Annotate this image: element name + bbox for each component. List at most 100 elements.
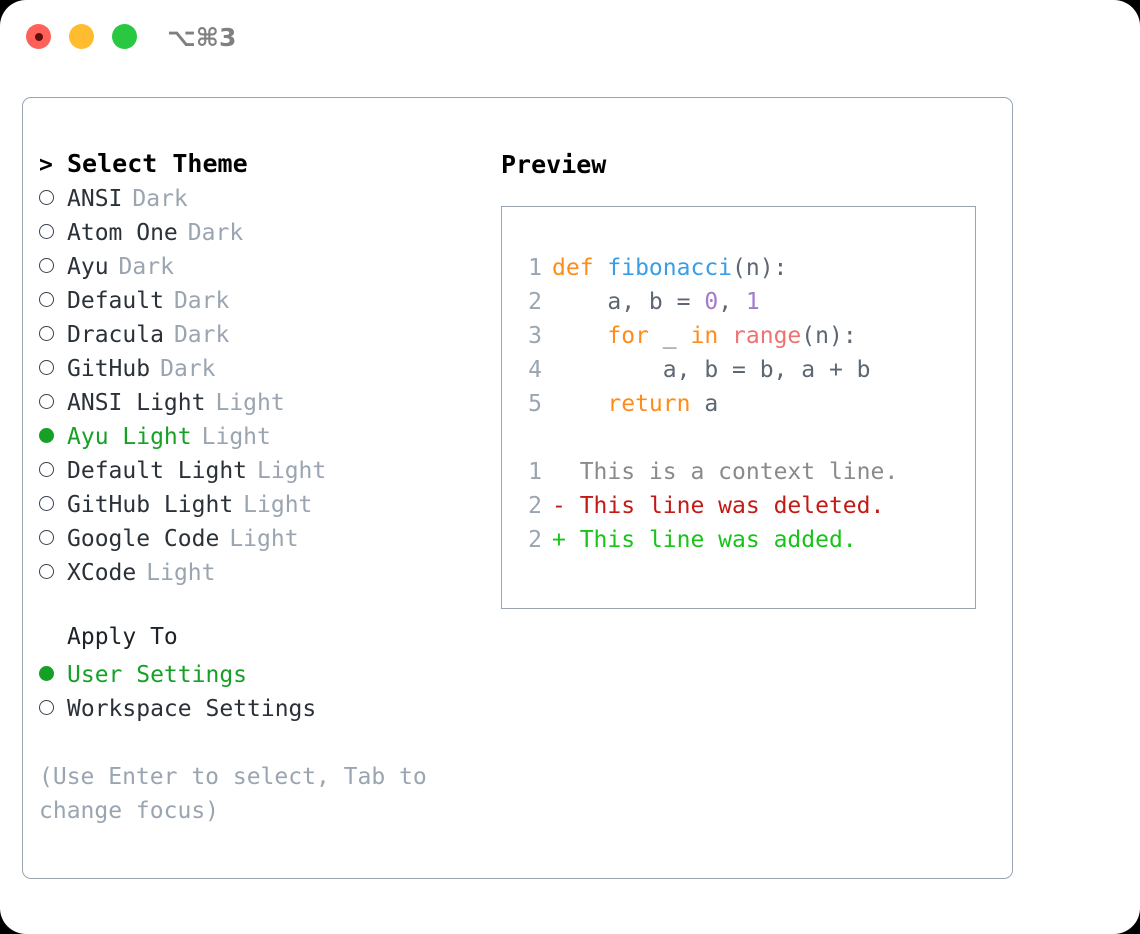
theme-item-variant-tag: Dark	[118, 254, 174, 280]
code-token: def	[552, 255, 608, 281]
diff-text: This line was deleted.	[579, 493, 885, 519]
keyboard-hint: (Use Enter to select, Tab to change focu…	[39, 764, 441, 824]
code-token: a	[690, 391, 719, 417]
theme-list-item[interactable]: Atom One Dark	[39, 216, 479, 250]
code-line: 5 return a	[520, 387, 975, 421]
code-token: _	[648, 323, 691, 349]
radio-empty-icon	[39, 488, 67, 522]
close-button[interactable]	[26, 24, 51, 49]
code-token: 0	[704, 289, 719, 315]
diff-line: 2- This line was deleted.	[520, 489, 975, 523]
theme-item-variant-tag: Dark	[187, 220, 244, 246]
theme-item-variant-tag: Light	[215, 390, 285, 416]
diff-text: This is a context line.	[579, 459, 899, 485]
theme-item-label: Default Light	[67, 458, 248, 484]
theme-list-item[interactable]: Google Code Light	[39, 522, 479, 556]
diff-line: 1 This is a context line.	[520, 455, 975, 489]
diff-line-number: 1	[528, 459, 542, 485]
radio-glyph	[39, 496, 54, 511]
apply-to-item[interactable]: User Settings	[39, 658, 479, 692]
apply-to-header: Apply To	[39, 624, 479, 658]
radio-empty-icon	[39, 352, 67, 386]
radio-glyph	[39, 700, 54, 715]
preview-spacer	[520, 421, 975, 455]
code-token: a, b =	[552, 289, 705, 315]
code-token: for	[607, 323, 649, 349]
zoom-button[interactable]	[112, 24, 137, 49]
keyboard-shortcut-label: ⌥⌘3	[167, 23, 237, 52]
radio-empty-icon	[39, 522, 67, 556]
minimize-button[interactable]	[69, 24, 94, 49]
code-token	[718, 323, 732, 349]
radio-empty-icon	[39, 216, 67, 250]
theme-list-item[interactable]: GitHub Dark	[39, 352, 479, 386]
radio-empty-icon	[39, 284, 67, 318]
theme-list-item[interactable]: Ayu Dark	[39, 250, 479, 284]
line-number: 1	[528, 255, 542, 281]
radio-empty-icon	[39, 250, 67, 284]
code-line: 3 for _ in range(n):	[520, 319, 975, 353]
code-token: a, b = b, a + b	[552, 357, 871, 383]
radio-empty-icon	[39, 182, 67, 216]
radio-glyph	[39, 564, 54, 579]
radio-glyph	[39, 666, 54, 681]
code-line: 4 a, b = b, a + b	[520, 353, 975, 387]
theme-item-label: GitHub	[67, 356, 151, 382]
radio-empty-icon	[39, 454, 67, 488]
apply-to-item[interactable]: Workspace Settings	[39, 692, 479, 726]
theme-item-label: Google Code	[67, 526, 220, 552]
radio-glyph	[39, 292, 54, 307]
theme-item-variant-tag: Light	[243, 492, 313, 518]
diff-line-number: 2	[528, 527, 542, 553]
code-token: (n):	[732, 255, 788, 281]
code-token: in	[690, 323, 719, 349]
theme-list-item[interactable]: Default Light Light	[39, 454, 479, 488]
theme-item-label: Atom One	[67, 220, 178, 246]
theme-item-variant-tag: Dark	[160, 356, 216, 382]
diff-marker: -	[552, 493, 580, 519]
apply-to-header-label: Apply To	[67, 624, 178, 650]
code-token: range	[732, 323, 802, 349]
radio-glyph	[39, 428, 54, 443]
radio-empty-icon	[39, 386, 67, 420]
code-token: 1	[745, 289, 760, 315]
radio-glyph	[39, 258, 54, 273]
radio-glyph	[39, 326, 54, 341]
radio-empty-icon	[39, 318, 67, 352]
prompt-caret-icon: >	[39, 152, 53, 178]
code-token: (n):	[801, 323, 857, 349]
radio-glyph	[39, 224, 54, 239]
theme-item-variant-tag: Dark	[173, 322, 230, 348]
code-token	[552, 323, 607, 349]
radio-glyph	[39, 190, 54, 205]
diff-text: This line was added.	[579, 527, 857, 553]
theme-item-label: Ayu	[67, 254, 109, 280]
theme-list-header-label: Select Theme	[67, 149, 248, 178]
theme-item-variant-tag: Light	[257, 458, 327, 484]
radio-glyph	[39, 394, 54, 409]
radio-empty-icon	[39, 692, 67, 726]
apply-to-item-label: User Settings	[67, 662, 248, 688]
code-token	[552, 391, 607, 417]
radio-selected-icon	[39, 658, 67, 692]
line-number: 2	[528, 289, 542, 315]
theme-item-variant-tag: Dark	[132, 186, 188, 212]
code-token: ,	[718, 289, 746, 315]
theme-item-variant-tag: Light	[229, 526, 299, 552]
code-line: 2 a, b = 0, 1	[520, 285, 975, 319]
theme-list-item[interactable]: ANSI Light Light	[39, 386, 479, 420]
theme-item-label: ANSI Light	[67, 390, 206, 416]
theme-item-variant-tag: Light	[146, 560, 216, 586]
